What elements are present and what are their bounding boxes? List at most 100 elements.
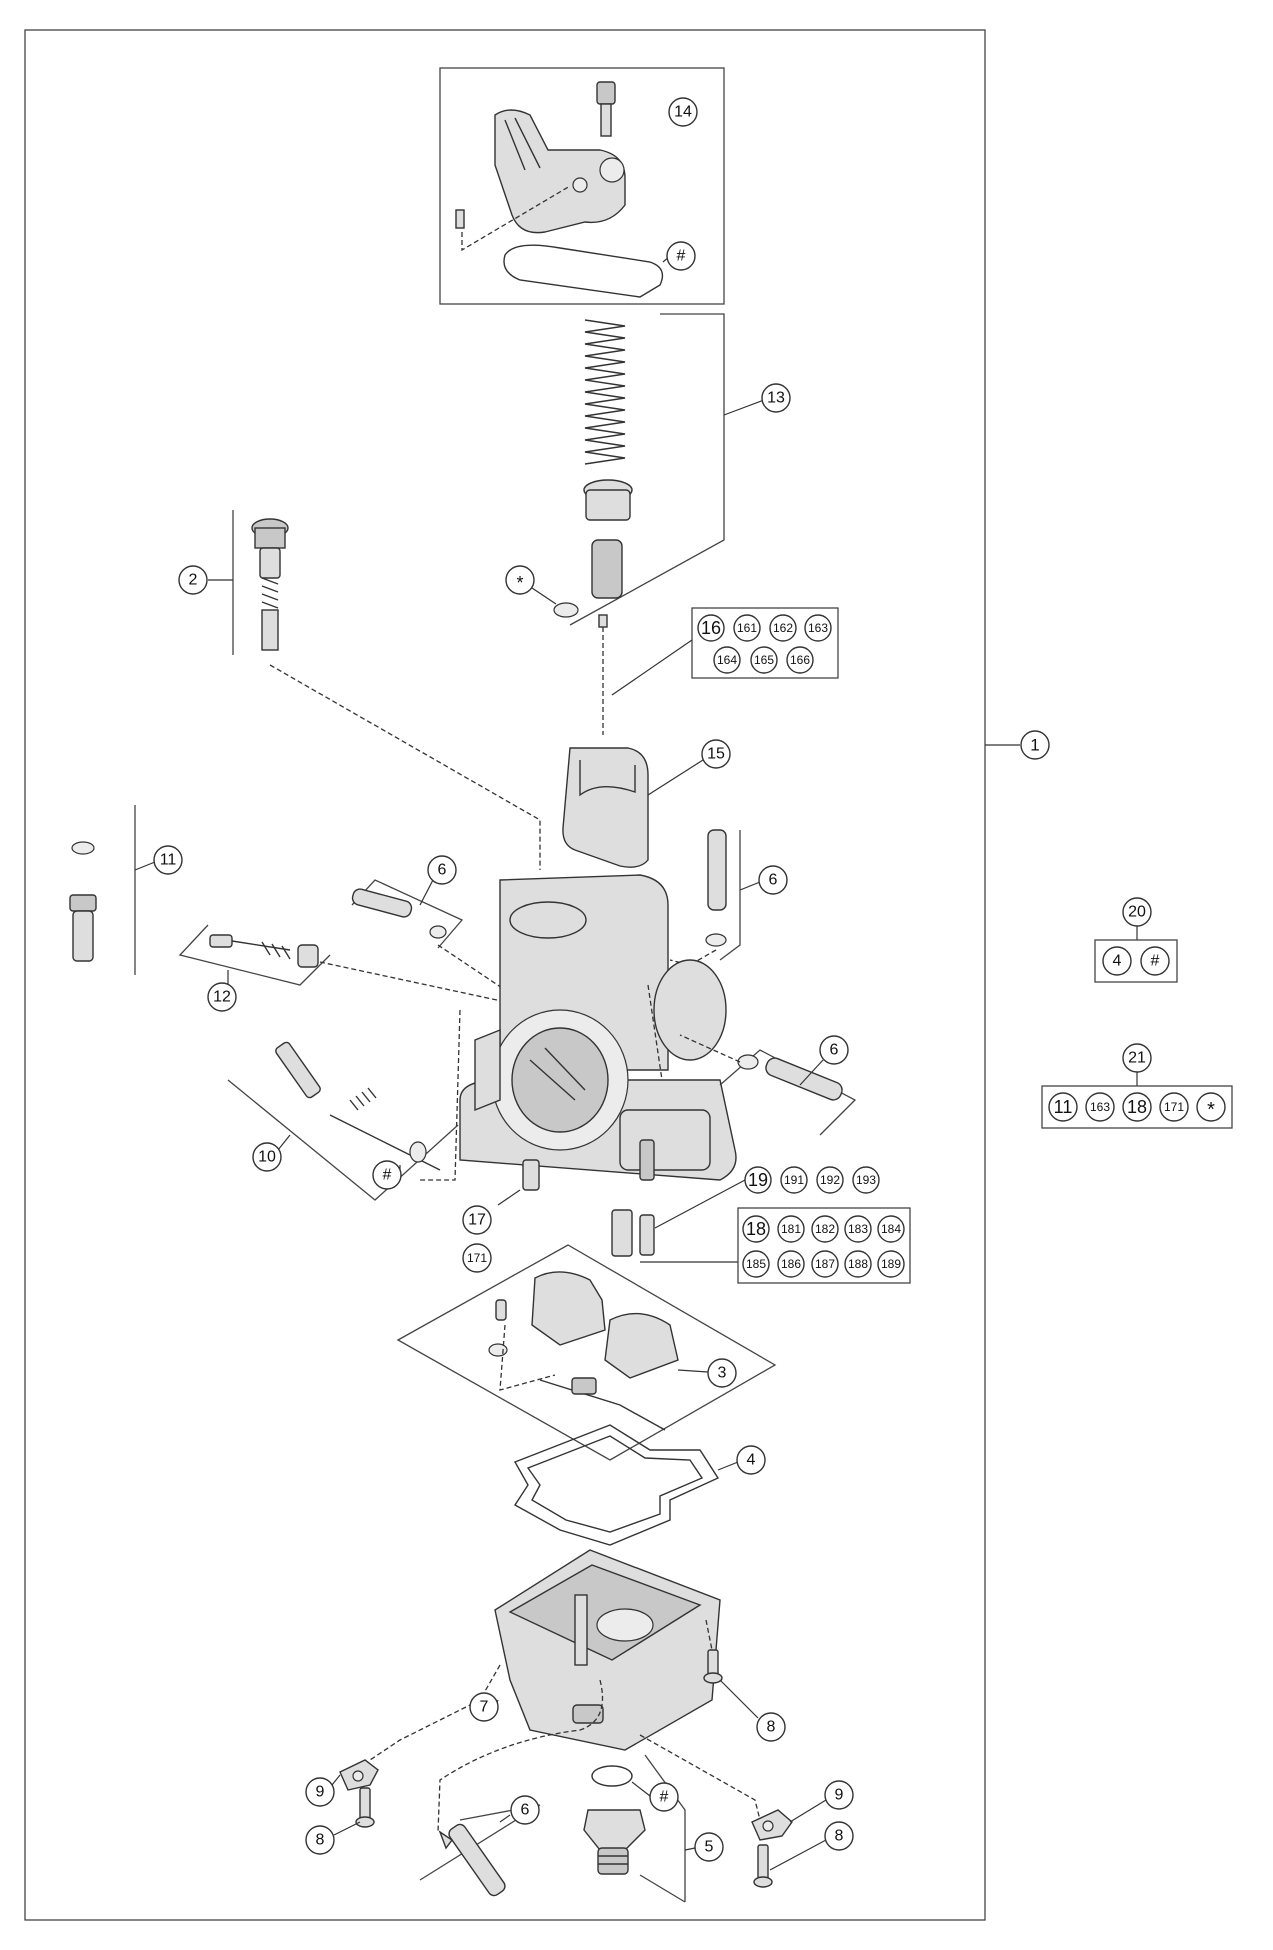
callout-hash-5: # [649, 1782, 679, 1812]
kit-box-21 [1041, 1085, 1233, 1129]
group19-callouts: 19 191 192 193 [744, 1166, 880, 1194]
svg-text:171: 171 [1164, 1100, 1184, 1114]
kit21-items: 11 163 18 171 * [1048, 1092, 1226, 1122]
svg-text:*: * [516, 573, 523, 593]
clip-right-part [751, 1809, 793, 1888]
svg-text:20: 20 [1128, 904, 1146, 921]
svg-text:8: 8 [316, 1832, 325, 1849]
svg-text:4: 4 [747, 1452, 756, 1469]
svg-text:161: 161 [737, 621, 757, 635]
group-box-3 [396, 1244, 777, 1461]
callout-10: 10 [252, 1142, 282, 1172]
group-box-18 [737, 1207, 911, 1284]
svg-text:#: # [660, 1789, 669, 1806]
callout-9a: 9 [305, 1777, 335, 1807]
svg-text:10: 10 [258, 1149, 276, 1166]
svg-text:1: 1 [1030, 736, 1039, 755]
svg-text:11: 11 [1054, 1097, 1073, 1117]
throttle-spring-part [553, 319, 633, 618]
svg-text:6: 6 [521, 1802, 530, 1819]
pilot-jet-part [69, 841, 97, 962]
callout-12: 12 [207, 982, 237, 1012]
carburetor-body-part [420, 874, 737, 1181]
svg-text:185: 185 [746, 1257, 766, 1271]
svg-text:164: 164 [717, 653, 737, 667]
svg-text:193: 193 [856, 1173, 876, 1187]
svg-text:9: 9 [835, 1787, 844, 1804]
float-part [488, 1271, 679, 1431]
callout-6b: 6 [758, 865, 788, 895]
svg-text:6: 6 [769, 872, 778, 889]
group16-callouts: 16 161 162 163 164 165 166 [697, 614, 832, 674]
svg-text:18: 18 [1127, 1097, 1147, 1117]
callout-3: 3 [707, 1358, 737, 1388]
needle-jet-part [522, 1159, 540, 1191]
callout-6d: 6 [510, 1795, 540, 1825]
callout-8c: 8 [824, 1821, 854, 1851]
svg-text:182: 182 [815, 1222, 835, 1236]
svg-text:14: 14 [674, 104, 692, 121]
svg-text:#: # [677, 248, 686, 265]
svg-text:165: 165 [754, 653, 774, 667]
svg-text:191: 191 [784, 1173, 804, 1187]
callout-7: 7 [469, 1692, 499, 1722]
svg-text:8: 8 [835, 1828, 844, 1845]
kit-box-20 [1094, 939, 1178, 983]
svg-text:187: 187 [815, 1257, 835, 1271]
svg-text:171: 171 [467, 1251, 487, 1265]
float-bowl-gasket-part [513, 1424, 720, 1546]
svg-text:3: 3 [718, 1365, 727, 1382]
callout-9b: 9 [824, 1780, 854, 1810]
main-jet-part [611, 1209, 655, 1257]
svg-text:4: 4 [1113, 953, 1122, 970]
svg-text:12: 12 [213, 989, 231, 1006]
svg-text:#: # [383, 1167, 392, 1184]
svg-text:21: 21 [1128, 1050, 1146, 1067]
svg-text:189: 189 [881, 1257, 901, 1271]
svg-text:18: 18 [746, 1219, 766, 1239]
callout-6c: 6 [819, 1035, 849, 1065]
svg-text:192: 192 [820, 1173, 840, 1187]
callout-11: 11 [153, 845, 183, 875]
float-bowl-part [369, 1549, 761, 1821]
svg-text:186: 186 [781, 1257, 801, 1271]
jet-needle-part [598, 614, 608, 735]
callout-1: 1 [1020, 730, 1050, 760]
svg-text:163: 163 [1090, 1100, 1110, 1114]
choke-plunger-part [275, 1041, 441, 1171]
callout-14: 14 [668, 97, 698, 127]
fitting-upper-left-part [351, 888, 521, 1001]
group-box-14 [439, 67, 725, 305]
screw-right-upper-part [703, 1649, 723, 1684]
callout-21: 21 [1122, 1043, 1152, 1073]
svg-text:6: 6 [830, 1042, 839, 1059]
callout-star-13: * [505, 565, 535, 595]
svg-text:16: 16 [701, 618, 721, 638]
kit20-items: 4 # [1102, 946, 1170, 976]
air-screw-part [209, 934, 521, 1006]
svg-text:184: 184 [881, 1222, 901, 1236]
svg-text:7: 7 [480, 1699, 489, 1716]
main-assembly-frame [24, 29, 986, 1921]
svg-text:15: 15 [707, 746, 725, 763]
svg-text:11: 11 [160, 852, 177, 869]
callout-hash-top: # [666, 241, 696, 271]
svg-text:183: 183 [848, 1222, 868, 1236]
svg-text:13: 13 [767, 390, 785, 407]
callout-8b: 8 [305, 1825, 335, 1855]
group18-callouts: 18 181 182 183 184 185 186 187 188 189 [742, 1215, 905, 1278]
svg-text:8: 8 [767, 1719, 776, 1736]
callout-hash-10: # [372, 1160, 402, 1190]
group-box-16 [691, 607, 839, 679]
callout-8a: 8 [756, 1712, 786, 1742]
fitting-upper-right-part [669, 829, 727, 966]
callout-171: 171 [462, 1243, 492, 1273]
callout-6a: 6 [427, 855, 457, 885]
fitting-right-part [679, 1034, 843, 1101]
throttle-slide-part [562, 747, 649, 868]
drain-plug-part [583, 1765, 646, 1875]
callout-15: 15 [701, 739, 731, 769]
svg-text:163: 163 [808, 621, 828, 635]
svg-text:188: 188 [848, 1257, 868, 1271]
